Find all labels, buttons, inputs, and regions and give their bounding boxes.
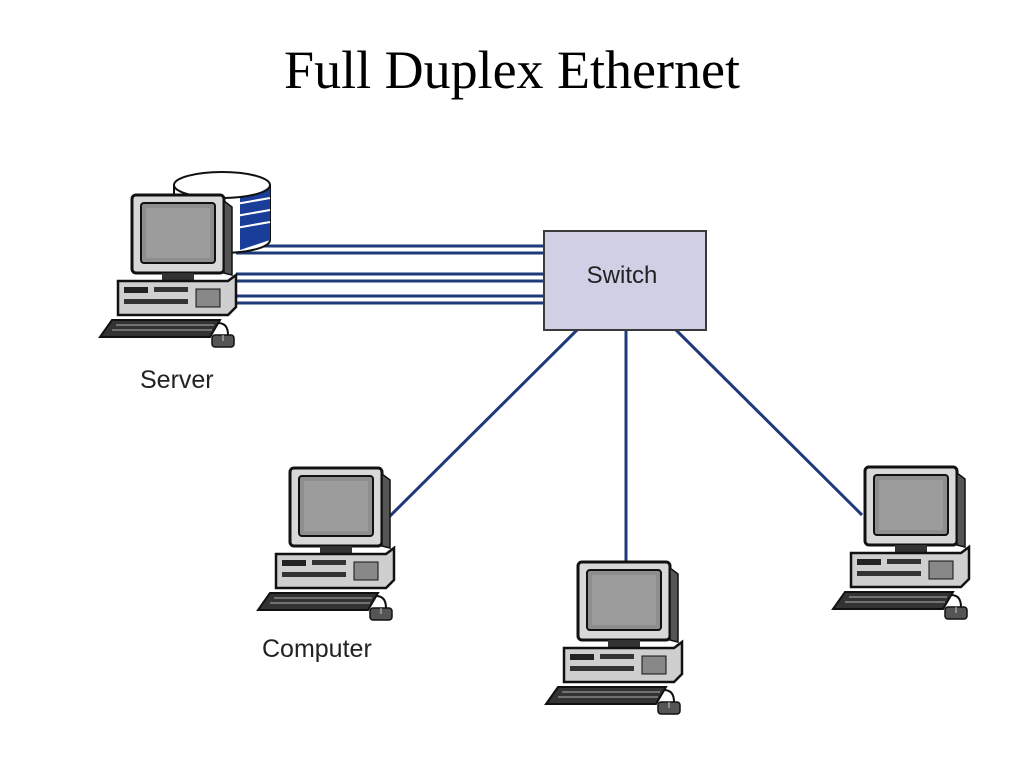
link-switch-computer-3 <box>674 328 864 517</box>
server-switch-links <box>236 244 544 305</box>
server-label: Server <box>140 366 214 394</box>
slide-title: Full Duplex Ethernet <box>284 40 740 100</box>
computer-label: Computer <box>262 635 372 663</box>
computer-icon-1 <box>256 466 396 622</box>
switch-label: Switch <box>587 262 658 289</box>
link-switch-computer-1 <box>381 328 579 525</box>
computer-icon-3 <box>831 465 971 621</box>
computer-icon-2 <box>544 560 684 716</box>
switch-box: Switch <box>543 230 707 331</box>
server-computer-icon <box>98 193 238 349</box>
